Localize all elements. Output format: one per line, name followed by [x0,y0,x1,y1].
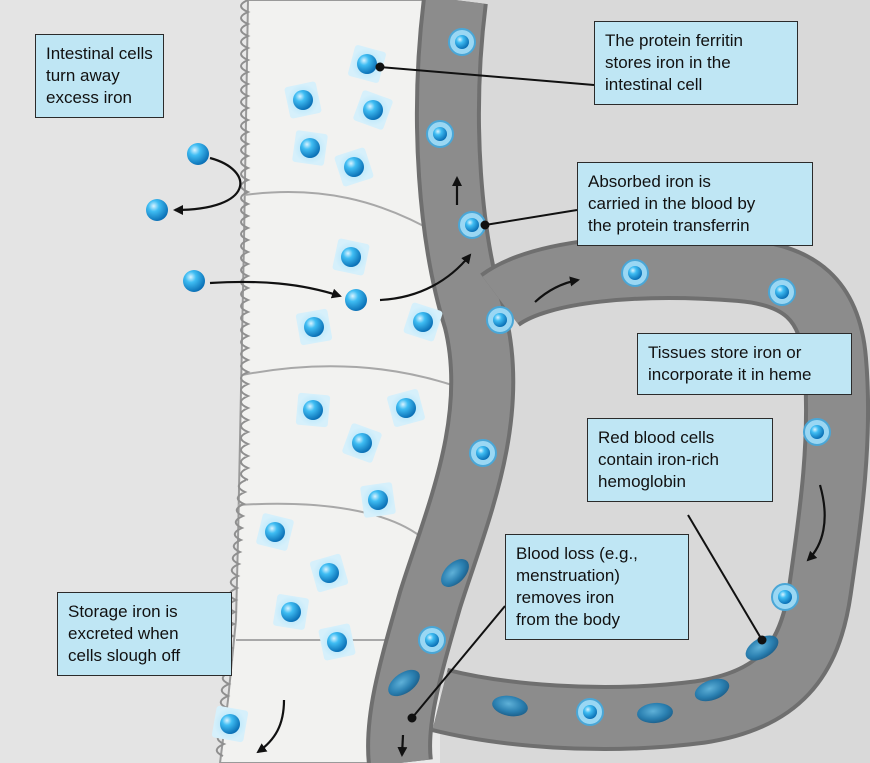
label-blood-loss: Blood loss (e.g., menstruation) removes … [505,534,689,640]
label-line: contain iron-rich [598,449,762,471]
label-line: menstruation) [516,565,678,587]
label-line: Intestinal cells [46,43,153,65]
label-storage-iron: Storage iron is excreted when cells slou… [57,592,232,676]
label-intestinal-cells: Intestinal cells turn away excess iron [35,34,164,118]
label-line: cells slough off [68,645,221,667]
label-line: Red blood cells [598,427,762,449]
label-line: removes iron [516,587,678,609]
label-transferrin: Absorbed iron is carried in the blood by… [577,162,813,246]
label-line: intestinal cell [605,74,787,96]
label-line: Tissues store iron or [648,342,841,364]
label-line: The protein ferritin [605,30,787,52]
label-line: stores iron in the [605,52,787,74]
label-line: from the body [516,609,678,631]
label-tissues: Tissues store iron or incorporate it in … [637,333,852,395]
label-line: excess iron [46,87,153,109]
label-ferritin: The protein ferritin stores iron in the … [594,21,798,105]
label-line: hemoglobin [598,471,762,493]
label-line: carried in the blood by [588,193,802,215]
label-line: Absorbed iron is [588,171,802,193]
label-line: excreted when [68,623,221,645]
label-red-blood-cells: Red blood cells contain iron-rich hemogl… [587,418,773,502]
label-line: the protein transferrin [588,215,802,237]
label-line: turn away [46,65,153,87]
label-line: incorporate it in heme [648,364,841,386]
label-line: Storage iron is [68,601,221,623]
label-line: Blood loss (e.g., [516,543,678,565]
